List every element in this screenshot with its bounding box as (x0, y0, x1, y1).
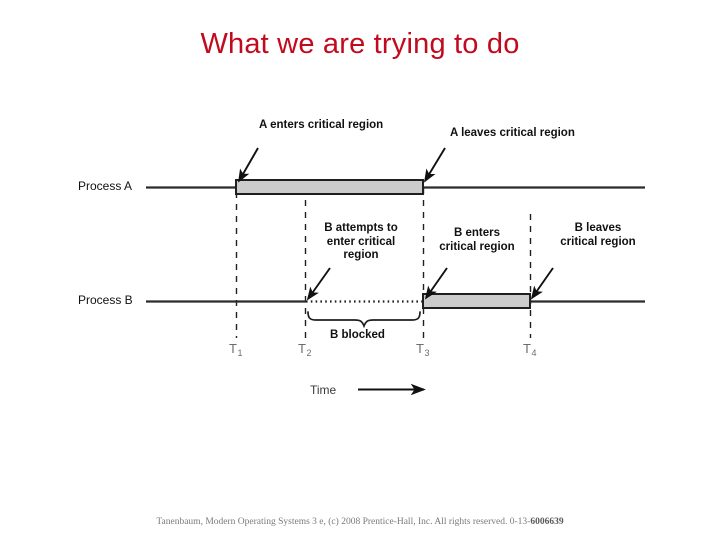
b-blocked-brace (307, 311, 421, 329)
footer-text: Tanenbaum, Modern Operating Systems 3 e,… (156, 517, 531, 527)
tick-label-t2: T2 (298, 341, 312, 358)
callout-b-leaves-critical-region: B leaves critical region (560, 222, 636, 248)
callout-arrows (238, 147, 554, 301)
process-b-critical-region (422, 293, 531, 309)
tick-label-t3: T3 (416, 341, 430, 358)
row-label-process-b: Process B (78, 293, 133, 307)
copyright-footer: Tanenbaum, Modern Operating Systems 3 e,… (0, 517, 720, 527)
timing-diagram-svg (146, 147, 645, 396)
process-b-timeline (146, 293, 645, 309)
tick-label-t1: T1 (229, 341, 243, 358)
arrow-b-attempts (306, 267, 331, 301)
row-label-process-a: Process A (78, 179, 133, 193)
callout-a-enters-critical-region: A enters critical region (259, 119, 384, 131)
process-a-critical-region (235, 179, 424, 195)
arrow-a-enters (238, 147, 259, 183)
process-a-timeline (146, 179, 645, 195)
time-axis-label: Time (310, 383, 337, 397)
callout-b-attempts-enter-critical-region: B attempts to enter critical region (324, 222, 398, 261)
tick-label-t4: T4 (523, 341, 537, 358)
arrow-b-enters (424, 267, 448, 300)
arrow-b-leaves (530, 267, 554, 300)
time-guidelines (235, 180, 532, 338)
arrow-a-leaves (424, 147, 446, 183)
footer-isbn: 6006639 (530, 517, 564, 527)
b-blocked-label: B blocked (330, 329, 385, 341)
timing-diagram-figure: Process A Process B A enters critical re… (78, 119, 645, 397)
callout-a-leaves-critical-region: A leaves critical region (450, 127, 575, 139)
page-title: What we are trying to do (200, 28, 520, 60)
callout-b-enters-critical-region: B enters critical region (439, 227, 515, 253)
